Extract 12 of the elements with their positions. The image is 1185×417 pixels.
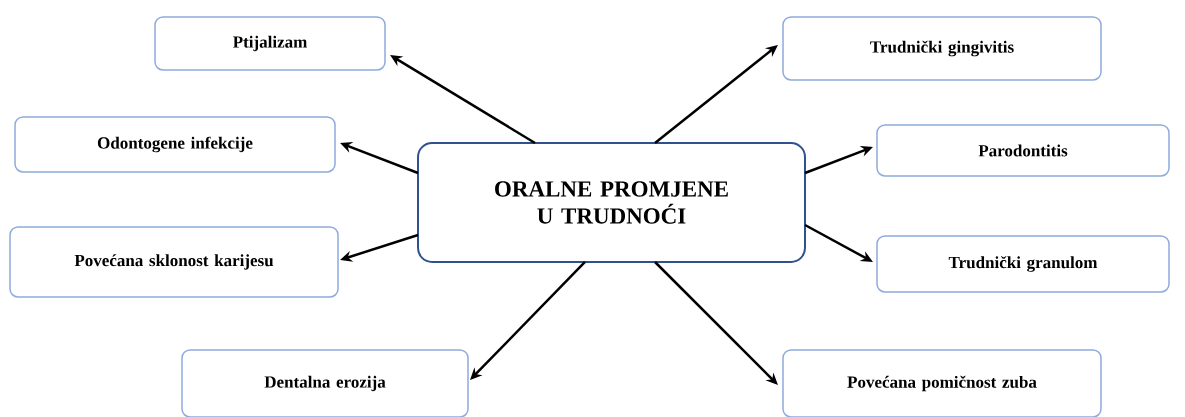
topic-box: Dentalna erozija — [181, 349, 469, 417]
topic-box: Trudnički granulom — [876, 235, 1170, 293]
topic-box: Povećana pomičnost zuba — [782, 349, 1102, 417]
topic-box: Ptijalizam — [154, 16, 386, 71]
arrow — [654, 261, 778, 385]
topic-box: Odontogene infekcije — [14, 116, 336, 173]
topic-box: Parodontitis — [876, 124, 1170, 177]
arrow — [470, 261, 586, 380]
arrow — [654, 45, 778, 144]
topic-box: Trudnički gingivitis — [782, 16, 1102, 81]
topic-box: Povećana sklonost karijesu — [9, 226, 339, 298]
central-box: ORALNE PROMJENE U TRUDNOĆI — [417, 142, 806, 263]
